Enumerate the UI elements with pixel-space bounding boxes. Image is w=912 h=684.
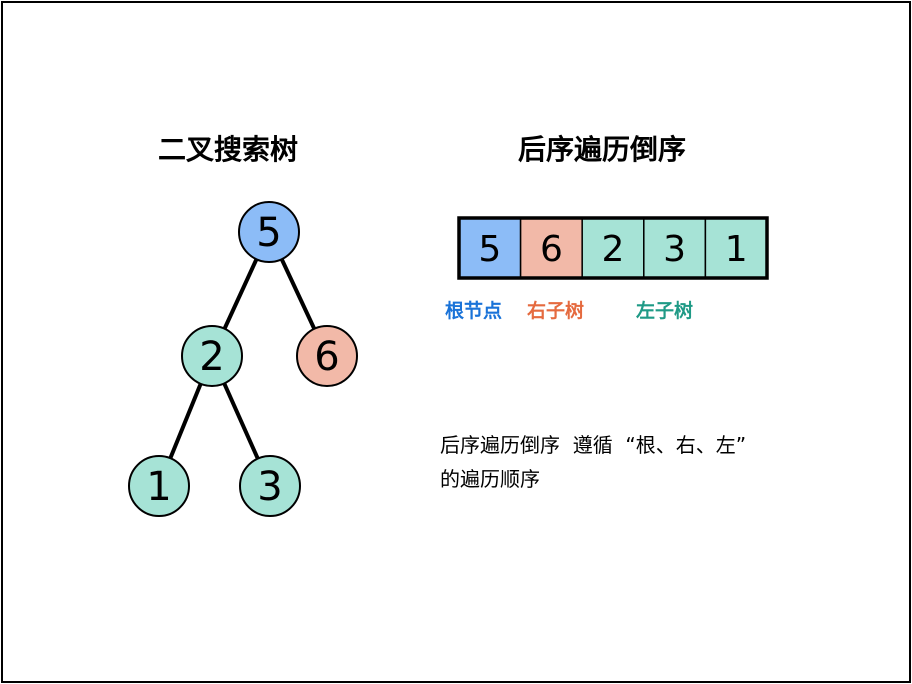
tree-title: 二叉搜索树: [158, 133, 299, 166]
sequence-cell-value-3: 3: [663, 229, 686, 270]
sequence-cell-value-4: 1: [725, 229, 748, 270]
sequence-outline: [457, 216, 769, 280]
description: 后序遍历倒序 遵循 “根、右、左” 的遍历顺序: [440, 428, 746, 496]
description-line-1: 后序遍历倒序 遵循 “根、右、左”: [440, 433, 747, 457]
tree-node-n2: [181, 325, 243, 387]
tree-node-n5: [238, 201, 300, 263]
description-line-2: 的遍历顺序: [440, 467, 540, 491]
sequence-title: 后序遍历倒序: [518, 133, 687, 166]
tree-node-value-n1: 1: [146, 464, 171, 510]
left-subtree-label: 左子树: [636, 300, 694, 322]
tree-node-n1: [128, 455, 190, 517]
tree-node-value-n5: 5: [256, 210, 281, 256]
tree-node-value-n3: 3: [257, 464, 282, 510]
tree-node-n6: [296, 325, 358, 387]
sequence-cell-value-1: 6: [540, 229, 563, 270]
sequence-cell-2: [581, 217, 645, 279]
tree-node-n3: [239, 455, 301, 517]
sequence-cell-value-0: 5: [478, 229, 501, 270]
right-subtree-label: 右子树: [527, 300, 585, 322]
tree-node-value-n2: 2: [199, 334, 224, 380]
root-label: 根节点: [445, 300, 503, 322]
tree-node-value-n6: 6: [314, 334, 339, 380]
sequence-cell-value-2: 2: [602, 229, 625, 270]
